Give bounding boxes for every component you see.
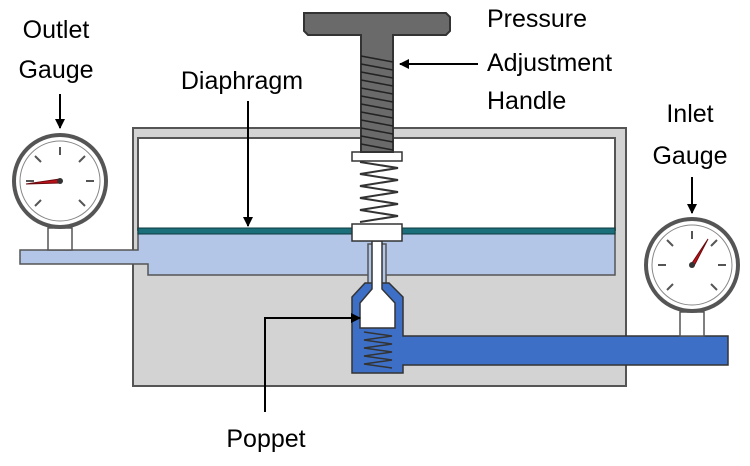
outlet-gauge-stem [47, 227, 73, 251]
adjustment-spring [359, 161, 399, 223]
diaphragm-button [351, 223, 403, 242]
pressure-handle-label-line3: Handle [487, 87, 566, 115]
spring-cap [351, 151, 403, 162]
low-pressure-chamber [19, 231, 616, 283]
handle-threads [360, 55, 394, 151]
inlet-gauge-ticks [658, 231, 726, 291]
diaphragm-label: Diaphragm [181, 67, 303, 95]
poppet-arrow [264, 313, 361, 412]
outlet-gauge-label-line2: Gauge [18, 56, 93, 84]
inlet-gauge-stem [679, 311, 705, 337]
outlet-gauge [12, 133, 108, 251]
inlet-gauge [644, 217, 740, 337]
pressure-handle-label-line1: Pressure [487, 5, 587, 33]
outlet-gauge-hub [57, 178, 63, 184]
poppet-valve [359, 240, 396, 329]
pressure-handle-label-line2: Adjustment [487, 49, 612, 77]
poppet-label: Poppet [226, 425, 305, 453]
inlet-gauge-label-line2: Gauge [652, 142, 727, 170]
outlet-gauge-label-line1: Outlet [23, 16, 90, 44]
inlet-gauge-label-line1: Inlet [666, 100, 713, 128]
inlet-gauge-hub [689, 262, 695, 268]
poppet-spring [363, 331, 393, 369]
outlet-gauge-ticks [26, 147, 94, 207]
